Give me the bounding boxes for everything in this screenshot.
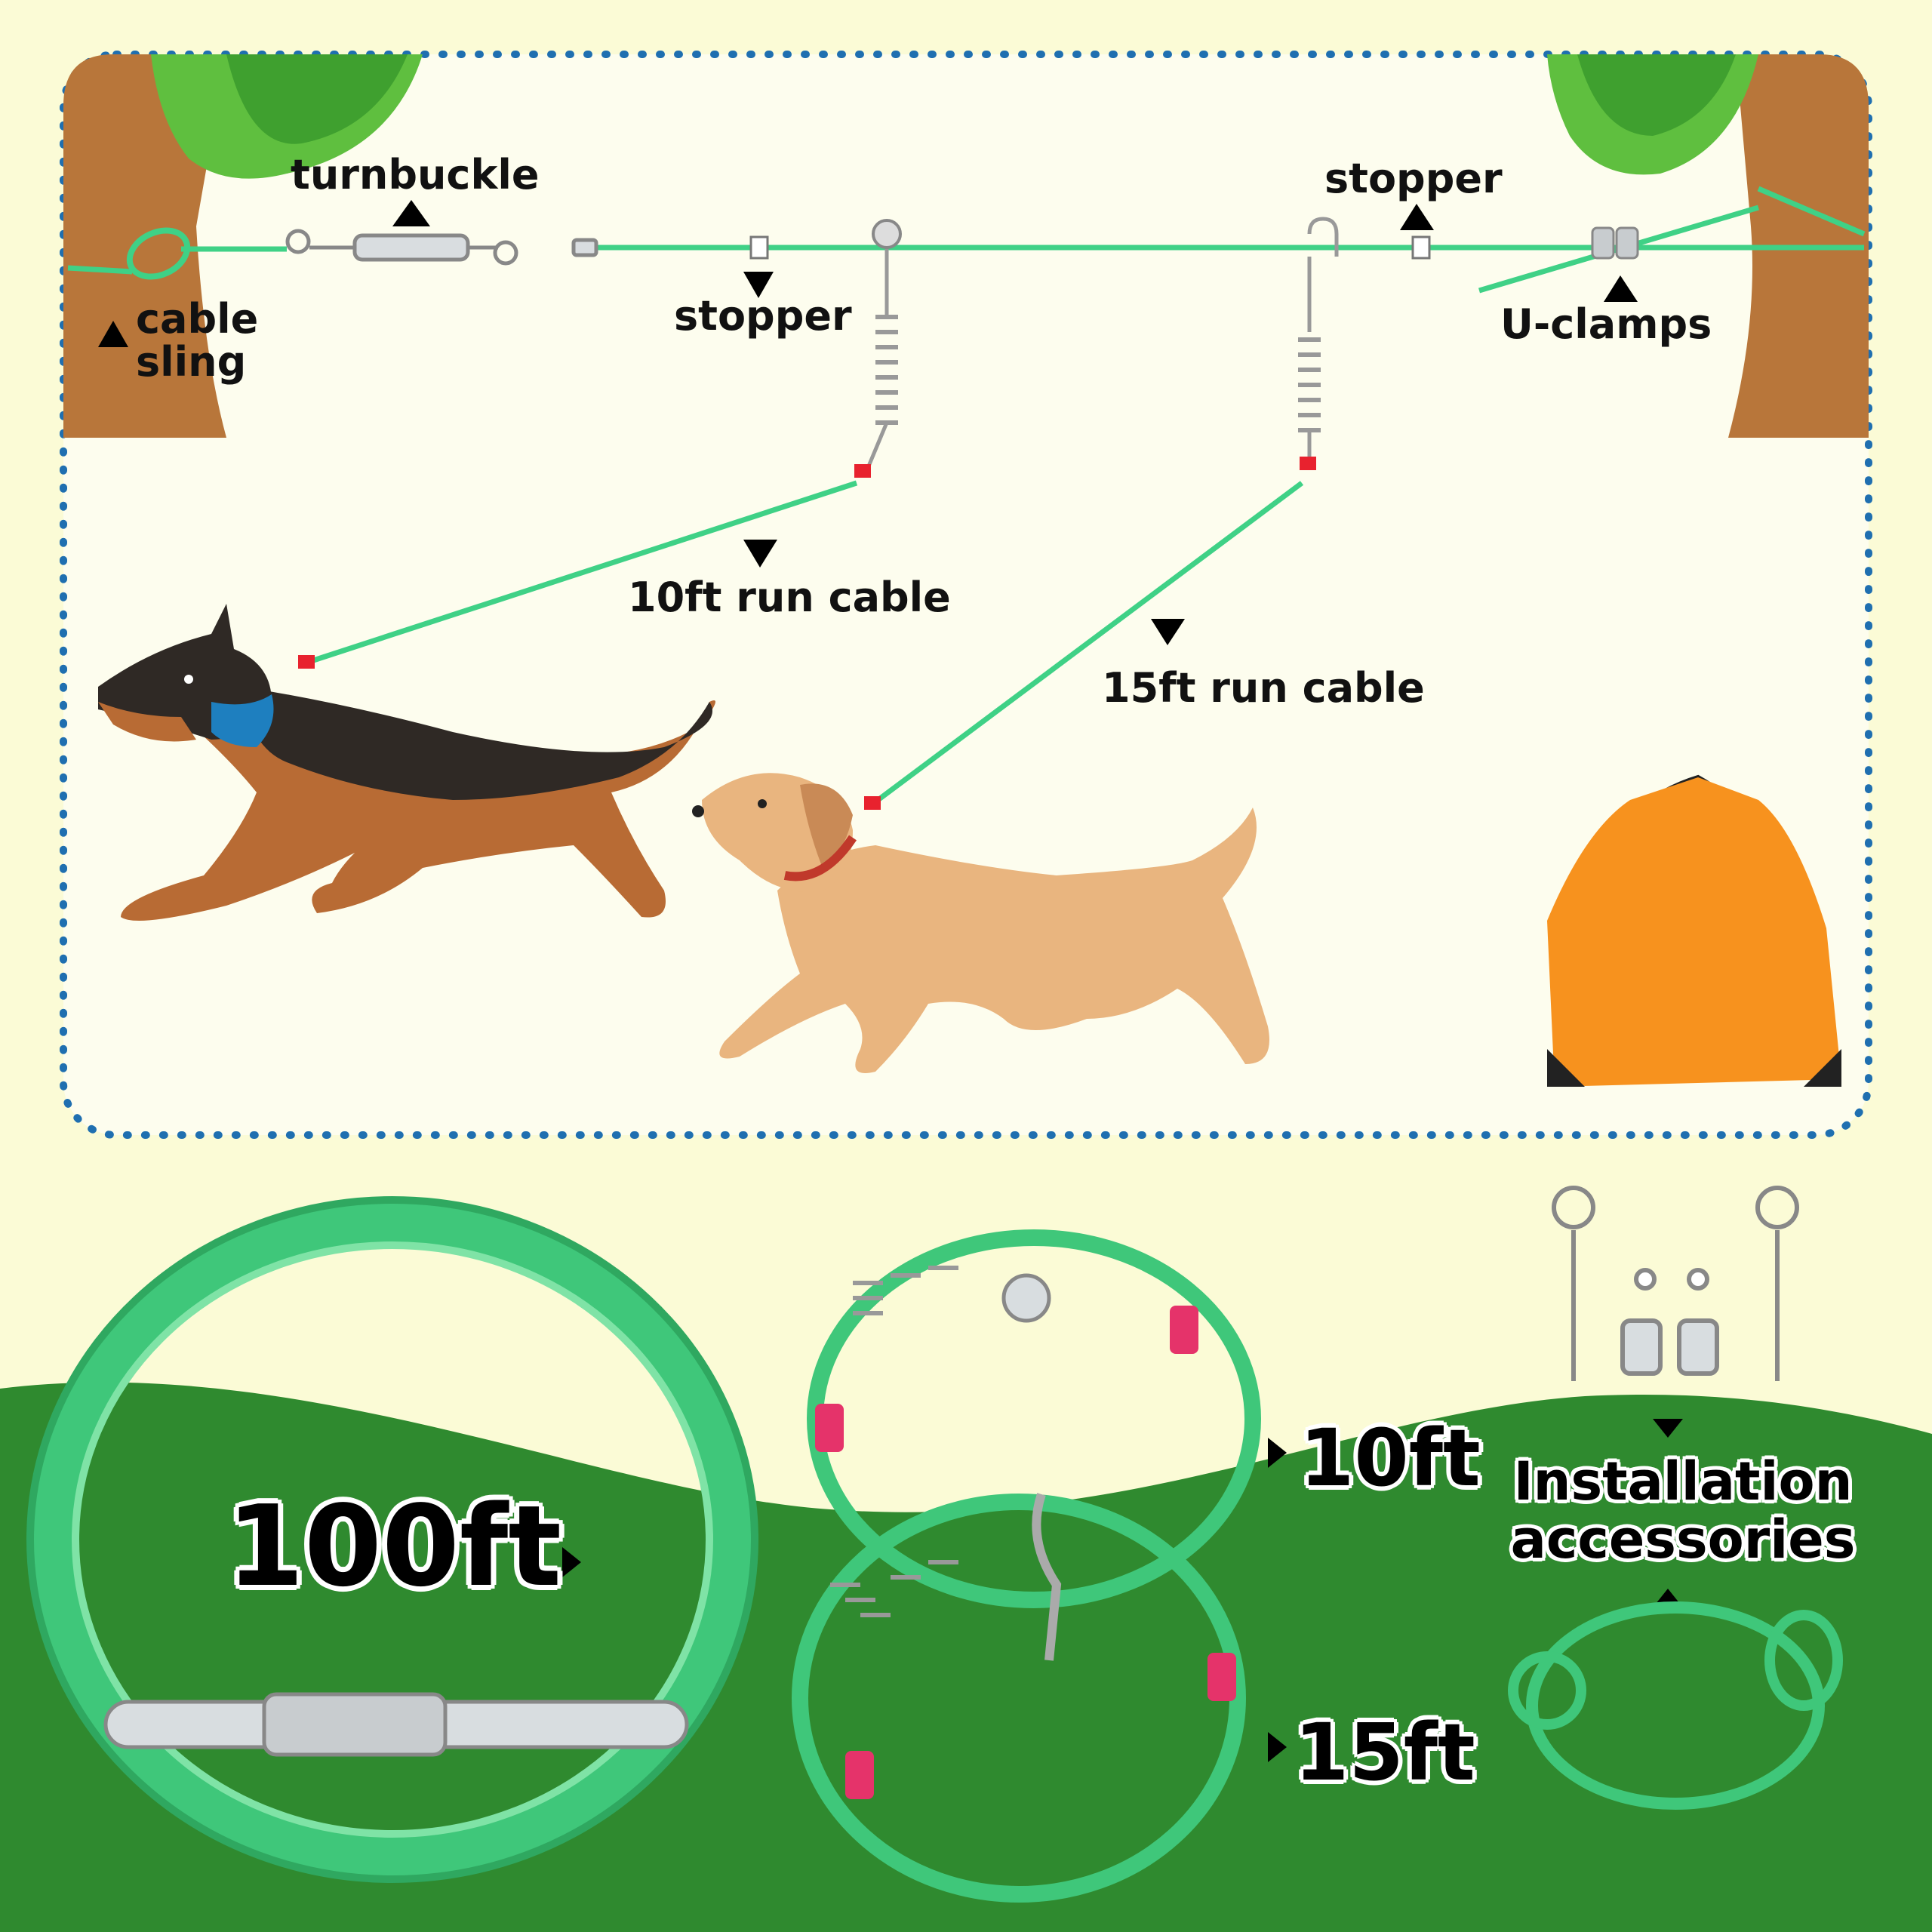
pointer-triangles — [98, 200, 1683, 1762]
label-cable-10ft: 10ft — [1300, 1412, 1481, 1504]
golden-retriever-dog — [692, 773, 1269, 1073]
label-installation-accessories: Installation accessories — [1510, 1451, 1856, 1571]
label-cable-15ft: 15ft — [1294, 1706, 1475, 1798]
run-cable-10ft — [300, 480, 858, 667]
coil-10ft — [807, 1229, 1261, 1608]
label-turnbuckle: turnbuckle — [291, 151, 540, 198]
drawstring-bag — [1547, 774, 1841, 1087]
installation-accessory-parts — [1508, 1186, 1843, 1810]
german-shepherd-dog — [98, 604, 715, 921]
label-cable-sling: cable sling — [136, 295, 259, 386]
pulley-spring-10ft — [854, 219, 902, 478]
coil-15ft — [792, 1493, 1246, 1903]
stopper-right-part — [1411, 235, 1431, 260]
run-cable-15ft-end — [864, 796, 881, 810]
run-cable-15ft — [866, 481, 1304, 810]
cable-sling-loop — [126, 227, 191, 280]
coil-100ft — [26, 1196, 758, 1883]
label-main-cable-length: 100ft — [226, 1481, 562, 1611]
snap-spring-15ft — [1298, 217, 1339, 470]
label-stopper-right: stopper — [1324, 155, 1503, 202]
turnbuckle-hardware — [285, 229, 598, 266]
run-cable-10ft-end — [298, 655, 315, 669]
label-stopper-left: stopper — [674, 292, 852, 340]
label-run-cable-15ft: 15ft run cable — [1102, 664, 1425, 712]
label-u-clamps: U-clamps — [1500, 300, 1712, 348]
diagram-panel — [60, 51, 1872, 1139]
label-run-cable-10ft: 10ft run cable — [628, 574, 951, 621]
stopper-left-part — [749, 235, 769, 260]
grass-hill — [0, 1382, 1932, 1932]
u-clamp-parts — [1591, 226, 1639, 260]
